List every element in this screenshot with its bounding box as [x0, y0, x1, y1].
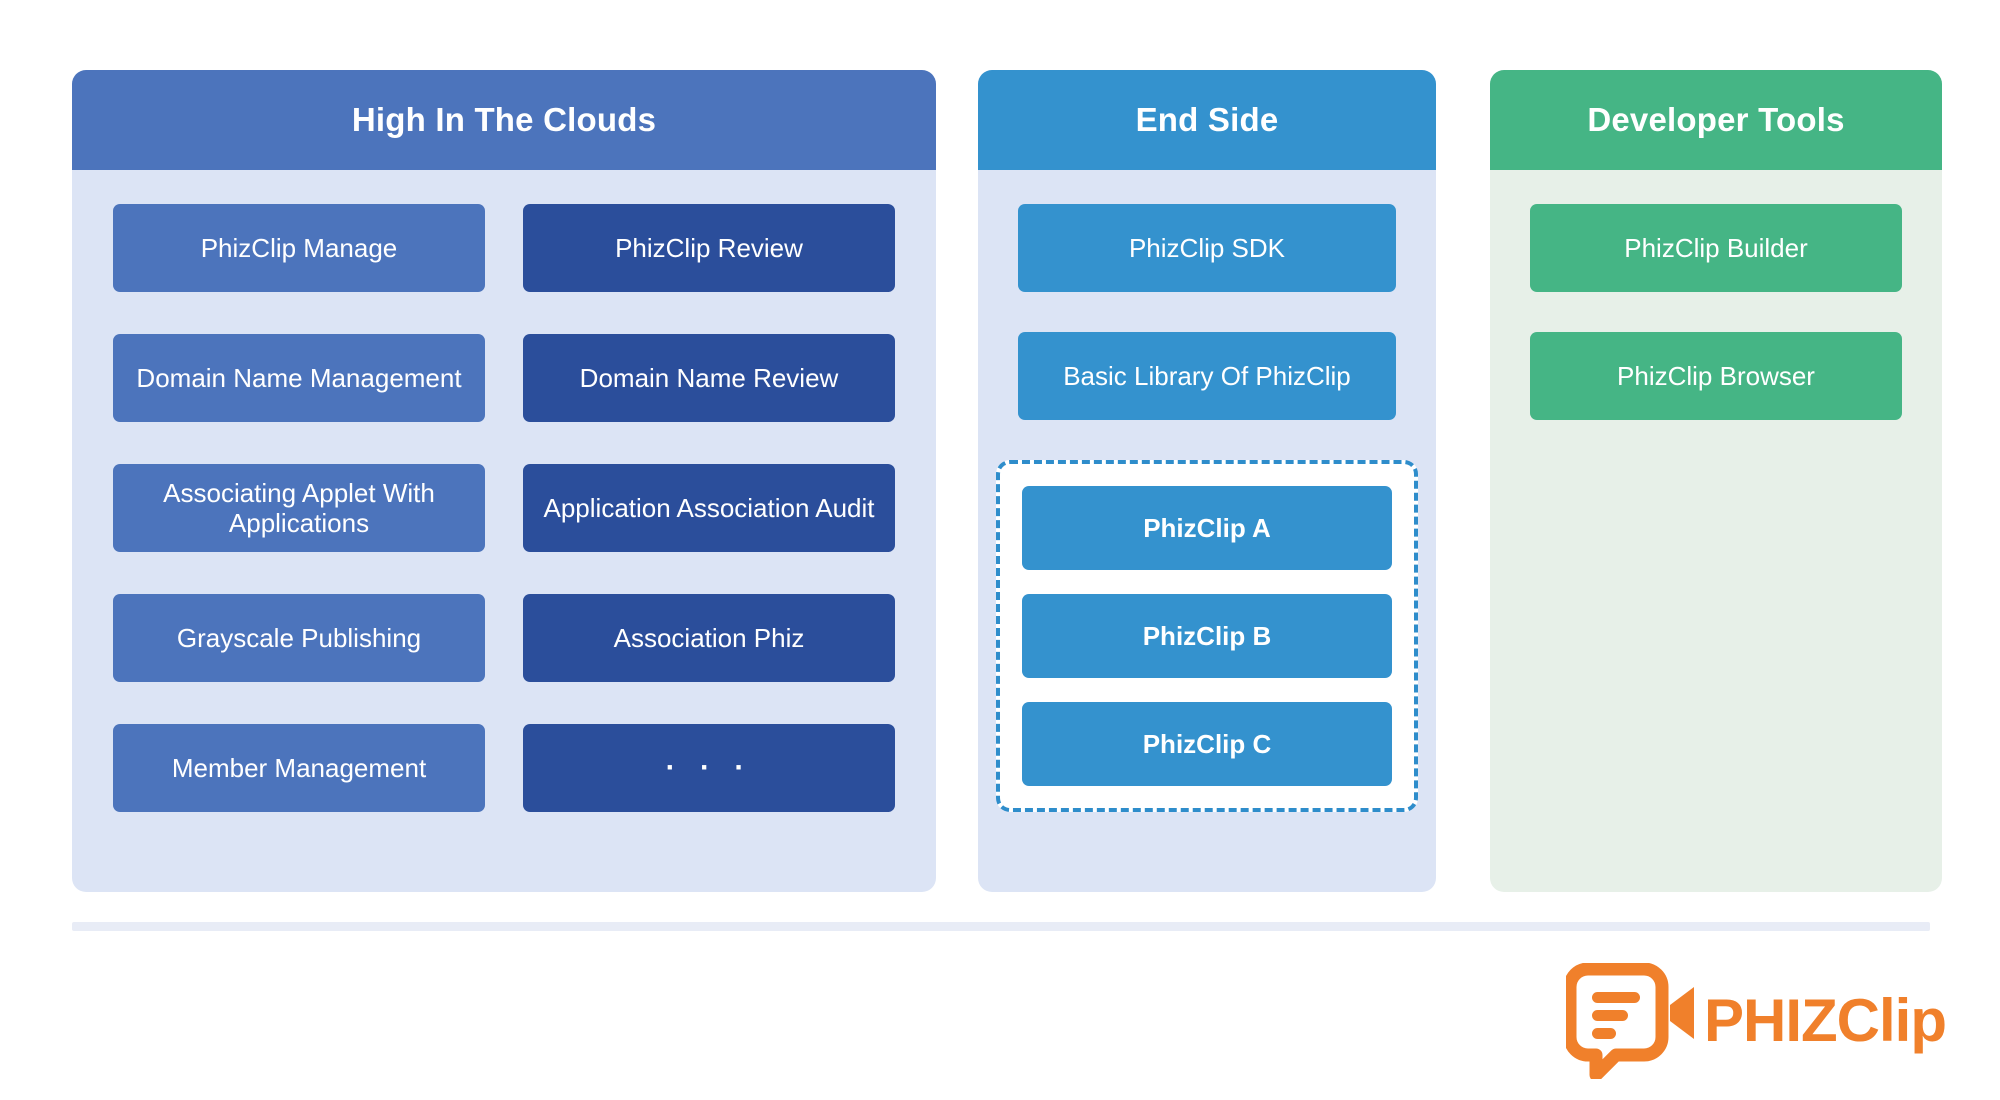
column-body-end-side: PhizClip SDK Basic Library Of PhizClip P… [978, 170, 1436, 892]
logo-wordmark: PHIZClip [1704, 987, 1947, 1054]
card-domain-name-management[interactable]: Domain Name Management [113, 334, 485, 422]
card-label: PhizClip Review [615, 232, 803, 263]
card-label: Domain Name Management [136, 362, 462, 393]
card-label: PhizClip SDK [1128, 232, 1286, 263]
card-label: Grayscale Publishing [176, 622, 422, 653]
card-phizclip-builder[interactable]: PhizClip Builder [1530, 204, 1902, 292]
card-phizclip-review[interactable]: PhizClip Review [523, 204, 895, 292]
card-label: Domain Name Review [579, 362, 839, 393]
column-header-end-side: End Side [978, 70, 1436, 170]
card-label: Association Phiz [613, 622, 805, 653]
card-label: PhizClip Builder [1624, 232, 1808, 263]
card-label: PhizClip Browser [1617, 360, 1815, 391]
card-association-phiz[interactable]: Association Phiz [523, 594, 895, 682]
card-phizclip-manage[interactable]: PhizClip Manage [113, 204, 485, 292]
column-body-high-in-the-clouds: PhizClip Manage PhizClip Review Domain N… [72, 170, 936, 892]
card-phizclip-browser[interactable]: PhizClip Browser [1530, 332, 1902, 420]
ellipsis-icon: · · · [665, 750, 753, 784]
column-high-in-the-clouds: High In The Clouds PhizClip Manage PhizC… [72, 70, 936, 892]
card-phizclip-sdk[interactable]: PhizClip SDK [1018, 204, 1396, 292]
card-label: Associating Applet With Applications [163, 477, 435, 538]
card-label: Application Association Audit [543, 492, 875, 523]
card-application-association-audit[interactable]: Application Association Audit [523, 464, 895, 552]
card-label: PhizClip B [1142, 620, 1272, 651]
column-header-high-in-the-clouds: High In The Clouds [72, 70, 936, 170]
card-phizclip-c[interactable]: PhizClip C [1022, 702, 1392, 786]
card-grayscale-publishing[interactable]: Grayscale Publishing [113, 594, 485, 682]
card-more-ellipsis[interactable]: · · · [523, 724, 895, 812]
card-member-management[interactable]: Member Management [113, 724, 485, 812]
card-label: Member Management [171, 752, 427, 783]
grouped-phizclip-variants: PhizClip A PhizClip B PhizClip C [996, 460, 1418, 812]
card-label: Basic Library Of PhizClip [1063, 360, 1351, 391]
column-header-developer-tools: Developer Tools [1490, 70, 1942, 170]
card-stack-end-side: PhizClip SDK Basic Library Of PhizClip [978, 204, 1436, 420]
card-label: PhizClip Manage [200, 232, 398, 263]
phizclip-speech-bubble-camera-icon [1566, 963, 1694, 1079]
card-stack-developer-tools: PhizClip Builder PhizClip Browser [1490, 204, 1942, 420]
column-end-side: End Side PhizClip SDK Basic Library Of P… [978, 70, 1436, 892]
column-body-developer-tools: PhizClip Builder PhizClip Browser [1490, 170, 1942, 892]
phizclip-logo: PHIZClip [1566, 962, 1947, 1080]
card-associating-applet-with-applications[interactable]: Associating Applet With Applications [113, 464, 485, 552]
card-phizclip-a[interactable]: PhizClip A [1022, 486, 1392, 570]
card-basic-library-of-phizclip[interactable]: Basic Library Of PhizClip [1018, 332, 1396, 420]
card-grid-high-in-the-clouds: PhizClip Manage PhizClip Review Domain N… [72, 204, 936, 812]
card-phizclip-b[interactable]: PhizClip B [1022, 594, 1392, 678]
card-domain-name-review[interactable]: Domain Name Review [523, 334, 895, 422]
column-developer-tools: Developer Tools PhizClip Builder PhizCli… [1490, 70, 1942, 892]
footer-divider [72, 922, 1930, 931]
card-label: PhizClip C [1142, 728, 1272, 759]
card-label: PhizClip A [1143, 512, 1271, 543]
